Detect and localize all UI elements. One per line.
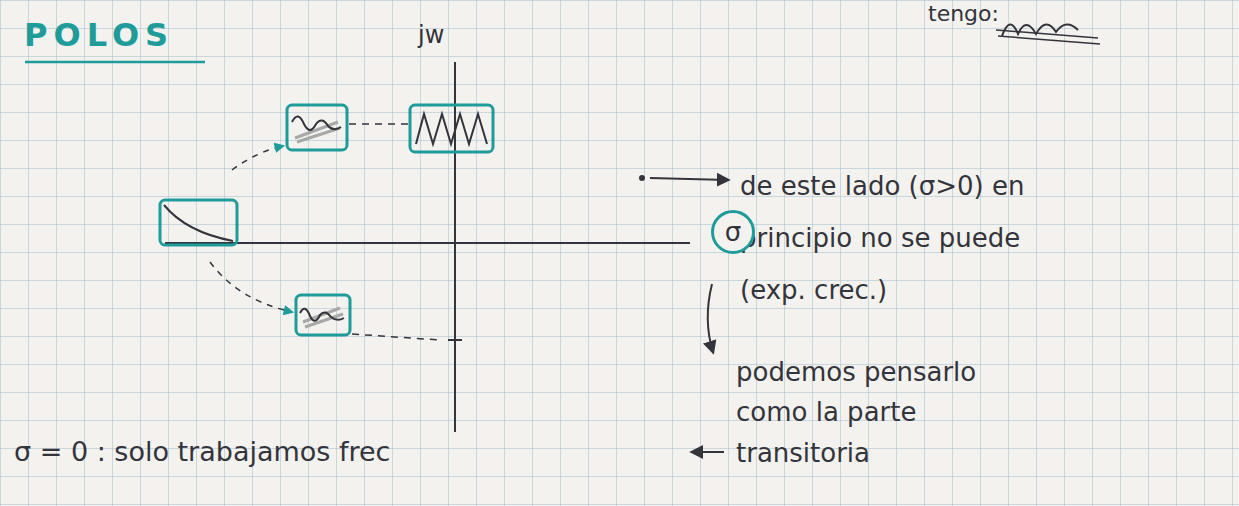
pointer-arrow xyxy=(708,284,713,352)
circled-symbol: σ xyxy=(711,210,755,254)
axis-tick xyxy=(448,339,462,341)
page-title: POLOS xyxy=(24,16,174,54)
scribble xyxy=(1002,24,1078,36)
pointer-arrow xyxy=(692,451,724,453)
damped-wave xyxy=(292,116,341,130)
response-box xyxy=(296,295,350,335)
dashed-arrow xyxy=(232,146,283,170)
dashed-guide xyxy=(349,123,408,125)
strike-through xyxy=(996,30,1100,44)
response-box xyxy=(287,105,347,150)
note-text: de este lado (σ>0) en principio no se pu… xyxy=(740,160,1090,316)
shading xyxy=(303,308,343,327)
decay-curve xyxy=(164,205,233,241)
bullet-dot xyxy=(639,175,645,181)
shading xyxy=(295,122,340,142)
response-box xyxy=(160,200,237,245)
axis-label: jw xyxy=(418,22,444,48)
sustained-wave xyxy=(416,114,487,144)
node-text: σ xyxy=(725,219,741,245)
sigma-axis xyxy=(165,242,690,244)
note-text: σ = 0 : solo trabajamos frec xyxy=(14,436,390,468)
dashed-arrow xyxy=(210,262,292,312)
dashed-guide xyxy=(352,334,440,340)
note-heading: tengo: xyxy=(928,2,999,26)
jw-axis xyxy=(454,62,456,432)
note-text: podemos pensarlo como la parte transitor… xyxy=(736,352,1036,473)
pointer-arrow xyxy=(650,178,728,180)
response-box xyxy=(410,105,493,152)
damped-wave xyxy=(300,309,344,321)
title-underline xyxy=(25,61,205,64)
